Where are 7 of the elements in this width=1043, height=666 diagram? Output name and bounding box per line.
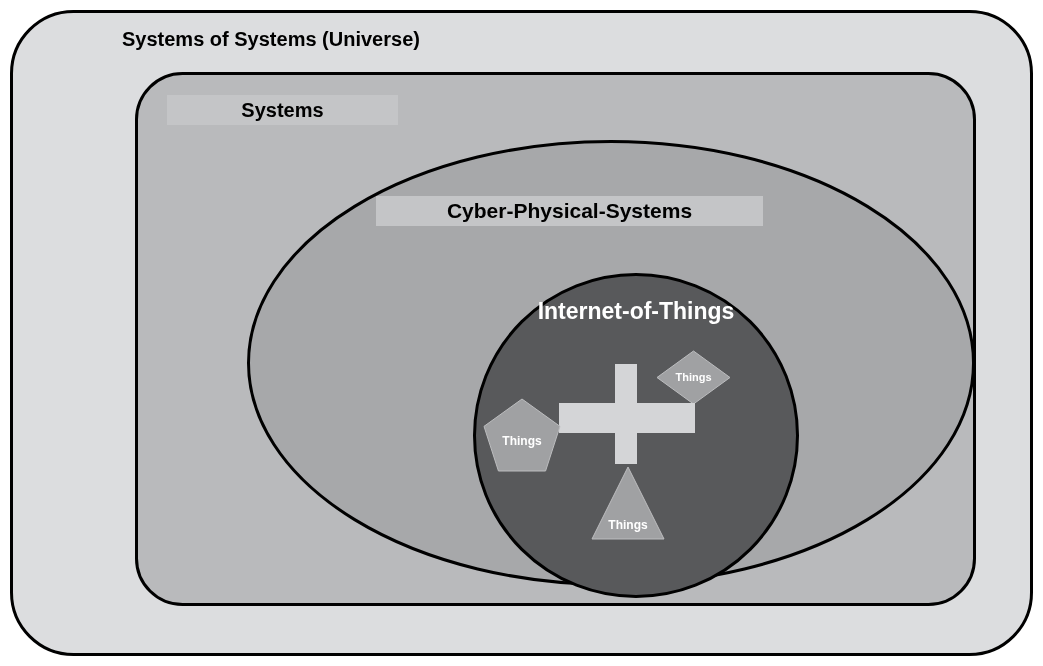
title-label: Systems [167, 95, 398, 125]
shape-label: Things [674, 370, 713, 385]
shape-label: Things [607, 517, 649, 533]
title-label: Systems of Systems (Universe) [122, 28, 420, 51]
title-label: Cyber-Physical-Systems [376, 196, 763, 226]
title-label: Internet-of-Things [536, 298, 736, 325]
shape-label: Things [501, 433, 543, 449]
